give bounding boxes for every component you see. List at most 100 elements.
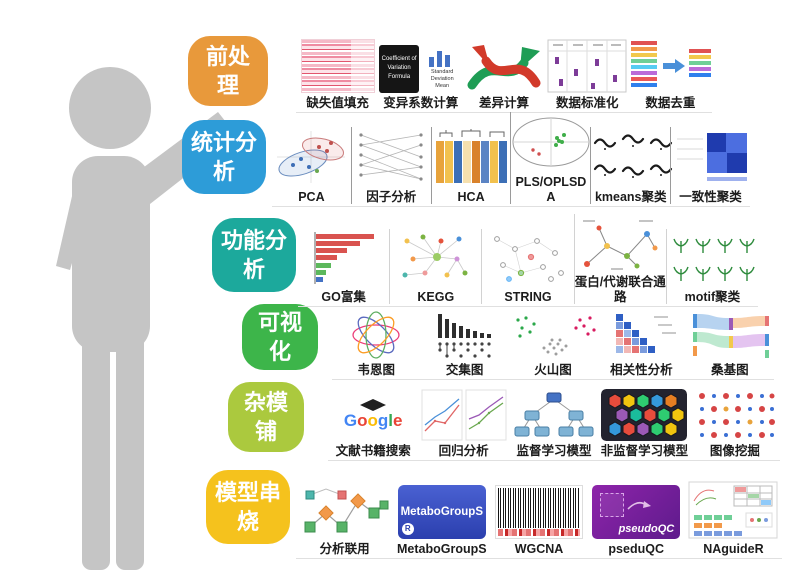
item-kmeans: kmeans聚类 (590, 126, 672, 204)
regression-thumbnail (421, 389, 507, 441)
som-hexmap-thumbnail (601, 388, 688, 441)
item-pls-oplsda: PLS/OPLSDA (510, 112, 590, 204)
venn-thumbnail (352, 310, 400, 359)
item-literature-search: Google 文献书籍搜索 (328, 389, 418, 458)
module-color-strip (498, 528, 580, 536)
category-pill-preprocessing: 前处理 (188, 36, 268, 106)
feature-label: HCA (457, 189, 485, 204)
sankey-thumbnail (692, 313, 769, 358)
go-barchart-thumbnail (314, 231, 374, 284)
feature-label: 分析联用 (319, 541, 370, 556)
item-pca: PCA (272, 127, 351, 204)
feature-row-visualization: 韦恩图 交集图 火山图 (332, 303, 774, 380)
item-factor-analysis: 因子分析 (350, 126, 431, 204)
feature-label: KEGG (417, 289, 455, 304)
pseudoqc-banner: pseudoQC (592, 484, 681, 539)
item-correlation: 相关性分析 (597, 310, 685, 377)
graduation-cap-icon (360, 398, 387, 411)
item-kegg: KEGG (389, 228, 481, 304)
dendrogram-strip (498, 487, 580, 528)
naguider-panel-thumbnail (688, 481, 778, 539)
item-hca: HCA (430, 126, 511, 204)
item-wgcna: WGCNA (490, 484, 587, 556)
feature-row-misc: Google 文献书籍搜索 回归分析 监督学习模型 (328, 384, 780, 461)
feature-label: PCA (298, 189, 325, 204)
crossing-arrows-icon (467, 44, 541, 90)
oplsda-score-thumbnail (512, 117, 590, 167)
category-pill-models: 模型串烧 (206, 470, 290, 544)
mean-caption: Mean (435, 83, 450, 90)
item-pseduqc: pseudoQC pseduQC (588, 484, 685, 556)
data-table-thumbnail (547, 39, 627, 93)
pathway-thumbnail (583, 220, 658, 271)
item-protein-metabolite-pathway: 蛋白/代谢联合通路 (573, 214, 666, 304)
pca-scatter-thumbnail (277, 130, 346, 183)
feature-label: 非监督学习模型 (600, 443, 689, 458)
feature-label: WGCNA (514, 541, 564, 556)
feature-label: 缺失值填充 (306, 95, 369, 110)
correlation-matrix-thumbnail (616, 313, 677, 353)
item-supervised-learning: 监督学习模型 (509, 389, 599, 458)
feature-label: 因子分析 (366, 189, 417, 204)
feature-label: 数据去重 (645, 95, 696, 110)
string-network-thumbnail (494, 235, 564, 282)
pseudoqc-title: pseudoQC (618, 522, 675, 535)
item-data-deduplication: 数据去重 (629, 37, 712, 110)
feature-label: 图像挖掘 (709, 443, 760, 458)
item-regression: 回归分析 (418, 389, 508, 458)
std-dev-caption: Standard Deviation (430, 68, 454, 83)
pipeline-thumbnail (304, 488, 389, 533)
heatmap-thumbnail (300, 38, 375, 93)
feature-label: 相关性分析 (610, 362, 673, 377)
arrow-icon (627, 500, 652, 510)
item-difference-calculation: 差异计算 (462, 39, 545, 110)
feature-label: kmeans聚类 (594, 189, 667, 204)
cv-formula-thumbnail: Coefficient of Variation Formula Standar… (379, 44, 462, 93)
kegg-network-thumbnail (402, 234, 468, 278)
item-missing-value-imputation: 缺失值填充 (296, 38, 379, 110)
feature-row-statistics: PCA 因子分析 HCA PLS/O (272, 112, 750, 207)
decision-tree-thumbnail (514, 392, 594, 437)
item-sankey: 桑基图 (686, 310, 774, 377)
item-cv-calculation: Coefficient of Variation Formula Standar… (379, 44, 462, 110)
formula-box: Coefficient of Variation Formula (379, 44, 419, 93)
feature-row-models: 分析联用 MetaboGroupS R MetaboGroupS WGCNA p… (296, 474, 782, 559)
qc-grid-icon (600, 492, 625, 517)
google-scholar-logo: Google (344, 389, 403, 441)
feature-label: 变异系数计算 (383, 95, 459, 110)
item-metabogroups: MetaboGroupS R MetaboGroupS (393, 484, 490, 556)
feature-label: 回归分析 (438, 443, 489, 458)
item-volcano: 火山图 (509, 310, 597, 377)
category-pill-visualization: 可视化 (242, 304, 318, 370)
presenter-silhouette (56, 67, 237, 570)
google-wordmark: Google (343, 410, 403, 430)
factor-network-thumbnail (359, 133, 423, 181)
feature-label: 火山图 (534, 362, 572, 377)
dedup-stacks-thumbnail (631, 40, 712, 87)
formula-title-line2: Variation Formula (387, 65, 411, 81)
feature-label: 一致性聚类 (679, 189, 742, 204)
feature-label: motif聚类 (684, 289, 741, 304)
feature-row-functional: GO富集 KEGG STRING (298, 212, 758, 307)
feature-label: 桑基图 (711, 362, 749, 377)
feature-label: 数据标准化 (555, 95, 619, 110)
item-venn: 韦恩图 (332, 310, 420, 377)
volcano-thumbnail (516, 316, 596, 356)
hca-heatmap-thumbnail (436, 128, 508, 183)
feature-label: 交集图 (445, 362, 484, 377)
item-motif-clustering: motif聚类 (665, 228, 758, 304)
metabogroups-title: MetaboGroupS (400, 505, 483, 518)
motif-seedlings-thumbnail (673, 238, 756, 281)
category-pill-statistics: 统计分析 (182, 120, 266, 194)
feature-label: 差异计算 (479, 95, 530, 110)
item-go-enrichment: GO富集 (298, 229, 389, 304)
upset-thumbnail (437, 313, 491, 358)
feature-label: STRING (504, 289, 552, 304)
feature-label: 蛋白/代谢联合通路 (574, 275, 666, 304)
feature-label: PLS/OPLSDA (515, 175, 587, 204)
feature-label: 文献书籍搜索 (335, 443, 411, 458)
item-consensus-clustering: 一致性聚类 (670, 126, 750, 204)
feature-label: MetaboGroupS (397, 541, 487, 556)
metabogroups-banner: MetaboGroupS R (397, 484, 486, 539)
